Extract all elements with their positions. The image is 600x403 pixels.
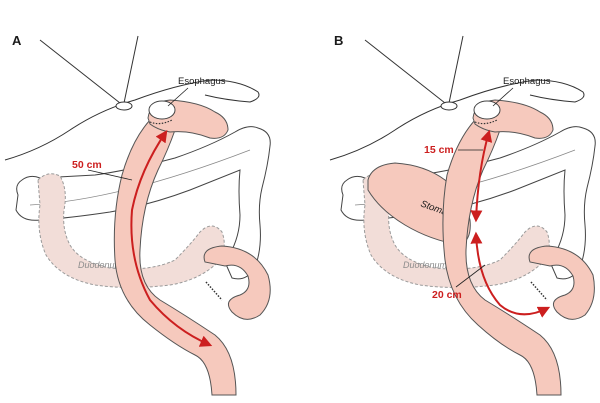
panel-b-measure-arrow-upper [470, 129, 493, 223]
jejunal-loop [203, 245, 271, 320]
panel-a-letter: A [12, 33, 22, 48]
panel-a-measure-leader [87, 169, 133, 181]
panel-a-esophagus-label: Esophagus [178, 76, 226, 87]
roux-limb [113, 119, 237, 396]
panel-a: A Duodenum Esophagus 50 cm [4, 33, 271, 396]
panel-b-letter: B [334, 33, 343, 48]
panel-b-duodenum-label: Duodenum [403, 260, 448, 270]
retractor-tip [115, 101, 133, 111]
jejunal-loop-b [528, 245, 595, 320]
panel-b-esophagus-label: Esophagus [503, 76, 551, 87]
liver-outline-b [329, 79, 585, 161]
panel-a-esophagus-leader [167, 87, 189, 107]
panel-b-esophagus-leader [492, 87, 514, 107]
panel-b-measure-label-upper: 15 cm [424, 144, 454, 156]
retractor-line-right-b [448, 35, 464, 104]
jejunojejunostomy [205, 281, 223, 301]
retractor-line-right [123, 35, 139, 104]
panel-a-measure-arrow [130, 130, 213, 347]
panel-b-measure-arrow-lower [470, 231, 551, 318]
panel-b-measure-label-lower: 20 cm [432, 289, 462, 301]
panel-b: B Duodenum Stomach Esophagus 15 cm 20 cm [329, 33, 596, 396]
panel-a-duodenum-label: Duodenum [78, 260, 123, 270]
panel-a-measure-label: 50 cm [72, 159, 102, 171]
jejunojejunostomy-b [530, 281, 548, 301]
retractor-tip-b [440, 101, 458, 111]
retractor-line-left [39, 39, 121, 104]
liver-outline [4, 79, 260, 161]
retractor-line-left-b [364, 39, 446, 104]
panel-b-measure-leader-lower [455, 264, 486, 288]
